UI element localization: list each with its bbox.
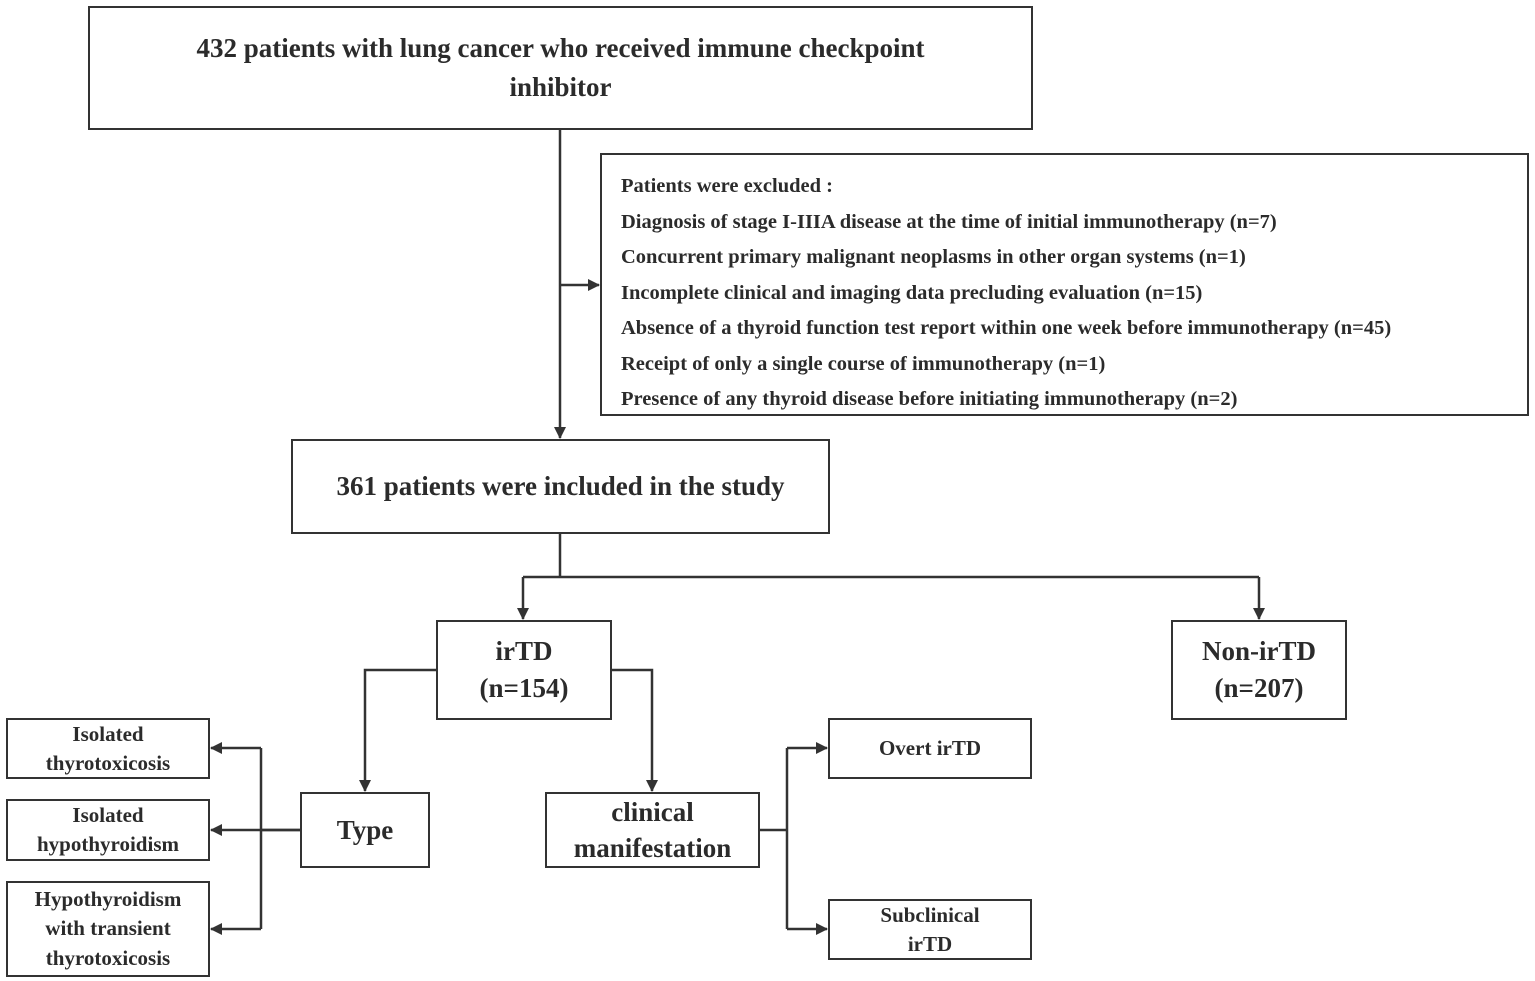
subclinical-line1: Subclinical (880, 902, 980, 927)
initial-cohort-line1: 432 patients with lung cancer who receiv… (196, 33, 925, 63)
isolated-thyro-line2: thyrotoxicosis (45, 750, 171, 775)
isolated-hypo-line2: hypothyroidism (37, 832, 179, 856)
type-label: Type (336, 814, 394, 845)
exclusion-item: Diagnosis of stage I-IIIA disease at the… (621, 210, 1277, 233)
exclusion-item: Receipt of only a single course of immun… (621, 352, 1106, 375)
irtd-count: (n=154) (479, 673, 569, 703)
exclusion-item: Concurrent primary malignant neoplasms i… (621, 246, 1246, 268)
irtd-label: irTD (495, 636, 553, 666)
non-irtd-label: Non-irTD (1202, 636, 1316, 666)
exclusion-heading: Patients were excluded : (621, 175, 833, 197)
non-irtd-count: (n=207) (1214, 673, 1304, 703)
connector-irtd-to-type (359, 668, 436, 792)
clinical-line1: clinical (611, 797, 694, 827)
subclinical-line2: irTD (907, 931, 953, 956)
included-label: 361 patients were included in the study (336, 471, 785, 501)
exclusion-box: Patients were excluded : Diagnosis of st… (600, 153, 1529, 416)
initial-cohort-line2: inhibitor (509, 72, 612, 102)
clinical-manifestation-box: clinical manifestation (545, 792, 760, 868)
isolated-thyrotoxicosis-box: Isolated thyrotoxicosis (6, 718, 210, 779)
clinical-line2: manifestation (573, 833, 732, 863)
subclinical-irtd-box: Subclinical irTD (828, 899, 1032, 960)
connector-irtd-to-clinical (612, 668, 658, 792)
type-box: Type (300, 792, 430, 868)
exclusion-item: Presence of any thyroid disease before i… (621, 388, 1238, 410)
hypothyroidism-transient-box: Hypothyroidism with transient thyrotoxic… (6, 881, 210, 977)
isolated-hypo-line1: Isolated (72, 803, 144, 827)
isolated-hypothyroidism-box: Isolated hypothyroidism (6, 799, 210, 861)
hypo-transient-line2: with transient (45, 916, 171, 941)
isolated-thyro-line1: Isolated (72, 721, 144, 746)
exclusion-item: Incomplete clinical and imaging data pre… (621, 281, 1203, 304)
exclusion-item: Absence of a thyroid function test repor… (621, 317, 1392, 339)
hypo-transient-line1: Hypothyroidism (34, 886, 182, 911)
overt-irtd-box: Overt irTD (828, 718, 1032, 779)
overt-label: Overt irTD (878, 736, 982, 760)
hypo-transient-line3: thyrotoxicosis (45, 945, 171, 970)
initial-cohort-box: 432 patients with lung cancer who receiv… (88, 6, 1033, 130)
irtd-box: irTD (n=154) (436, 620, 612, 720)
non-irtd-box: Non-irTD (n=207) (1171, 620, 1347, 720)
included-box: 361 patients were included in the study (291, 439, 830, 534)
